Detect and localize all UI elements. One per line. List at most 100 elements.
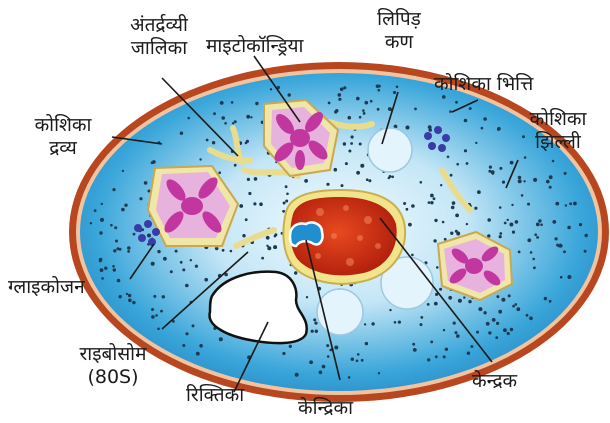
ribosome-dot [449,110,452,113]
ribosome-dot [338,93,342,97]
label-mitochondria: माइटोकॉन्ड्रिया [206,35,303,58]
ribosome-dot [157,328,160,331]
ribosome-dot [329,349,332,352]
ribosome-dot [351,135,354,138]
ribosome-dot [439,288,442,291]
ribosome-dot [533,178,537,182]
label-nucleolus: केन्द्रिका [298,397,353,420]
ribosome-dot [496,322,499,325]
ribosome-dot [335,109,338,112]
ribosome-dot [497,127,501,131]
ribosome-dot [110,224,113,227]
ribosome-dot [430,341,433,344]
ribosome-dot [230,250,233,253]
label-lipid-droplet: लिपिड़ कण [364,8,434,54]
ribosome-dot [127,246,131,250]
ribosome-dot [128,299,132,303]
ribosome-dot [515,220,519,224]
ribosome-dot [499,167,502,170]
ribosome-dot [112,265,115,268]
ribosome-dot [151,308,154,311]
ribosome-dot [124,204,127,207]
ribosome-dot [573,202,577,206]
ribosome-dot [151,161,154,164]
ribosome-dot [359,116,362,119]
ribosome-dot [549,186,552,189]
ribosome-dot [396,86,399,89]
ribosome-dot [100,268,104,272]
ribosome-dot [564,172,567,175]
ribosome-dot [436,266,439,269]
ribosome-dot [270,88,272,90]
ribosome-dot [442,221,445,224]
ribosome-dot [357,353,360,356]
ribosome-dot [413,348,417,352]
ribosome-dot [474,207,477,210]
ribosome-dot [309,360,313,364]
ribosome-dot [365,101,369,105]
ribosome-dot [304,179,308,183]
ribosome-dot [481,127,484,130]
ribosome-dot [94,209,97,212]
ribosome-dot [185,332,188,335]
ribosome-dot [231,101,234,104]
ribosome-dot [483,311,486,314]
ribosome-dot [478,307,482,311]
ribosome-dot [451,206,455,210]
ribosome-dot [434,302,438,306]
ribosome-dot [222,249,225,252]
ribosome-dot [350,142,353,145]
ribosome-dot [112,188,115,191]
ribosome-dot [443,355,446,358]
ribosome-dot [456,334,460,338]
ribosome-dot [486,322,490,326]
ribosome-dot [538,219,541,222]
ribosome-dot [311,330,314,333]
ribosome-dot [533,266,536,269]
ribosome-dot [565,204,567,206]
ribosome-dot [501,298,505,302]
ribosome-dot [445,348,448,351]
ribosome-dot [452,201,456,205]
ribosome-dot [368,179,371,182]
ribosome-dot [463,296,465,298]
ribosome-dot [567,226,571,230]
ribosome-dot [430,201,433,204]
ribosome-dot [282,352,285,355]
ribosome-dot [99,231,102,234]
ribosome-dot [100,218,104,222]
ribosome-dot [119,248,122,251]
ribosome-dot [182,268,185,271]
ribosome-dot [464,119,468,123]
ribosome-dot [534,233,537,236]
ribosome-dot [253,202,256,205]
ribosome-dot [99,259,102,262]
ribosome-dot [569,202,572,205]
ribosome-dot [491,170,495,174]
ribosome-dot [499,206,502,209]
label-vacuole: रिक्तिका [186,384,244,407]
ribosome-dot [122,170,124,172]
ribosome-dot [247,178,250,181]
ribosome-dot [560,276,563,279]
ribosome-dot [509,223,513,227]
ribosome-dot [212,141,215,144]
ribosome-dot [255,102,258,105]
ribosome-dot [213,112,216,115]
ribosome-dot [259,202,263,206]
ribosome-dot [378,89,381,92]
ribosome-dot [389,309,391,311]
ribosome-dot [511,204,513,206]
ribosome-dot [371,322,374,325]
ribosome-dot [234,164,237,167]
ribosome-dot [403,202,406,205]
ribosome-dot [516,307,520,311]
ribosome-dot [526,314,529,317]
ribosome-dot [477,190,481,194]
ribosome-dot [518,251,521,254]
ribosome-dot [496,295,499,298]
ribosome-dot [435,355,438,358]
ribosome-dot [328,102,331,105]
ribosome-dot [527,238,531,242]
